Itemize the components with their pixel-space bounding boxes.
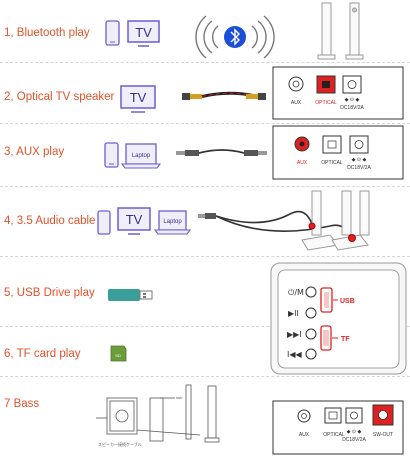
next-track-symbol: ▶▶I <box>287 330 302 339</box>
dc-port-label: DC18V/2A <box>342 437 366 443</box>
tv-icon: TV <box>120 85 156 113</box>
divider <box>0 376 410 377</box>
tv-label: TV <box>130 90 147 105</box>
tower-speakers-icon <box>317 2 364 60</box>
svg-text:スピーカー接続ケーブル: スピーカー接続ケーブル <box>98 441 142 447</box>
laptop-icon: Laptop <box>120 143 162 169</box>
rear-panel: AUX OPTICAL ◆ ⊙ ◆ DC18V/2A SW-OUT <box>272 400 404 455</box>
svg-text:SD: SD <box>115 353 121 358</box>
rear-panel: AUX OPTICAL ◆ ⊙ ◆ DC18V/2A <box>272 125 404 180</box>
prev-track-symbol: I◀◀ <box>287 350 303 359</box>
dc-port-label: DC18V/2A <box>347 165 371 171</box>
laptop-label: Laptop <box>132 153 151 159</box>
aux-port-label: AUX <box>291 100 302 106</box>
tv-label: TV <box>135 25 152 40</box>
tv-icon: TV <box>127 20 160 47</box>
laptop-icon: Laptop <box>153 210 192 235</box>
rear-panel: AUX OPTICAL ◆ ⊙ ◆ DC18V/2A <box>272 66 404 120</box>
phone-icon <box>97 210 111 235</box>
divider <box>0 123 410 124</box>
subwoofer-setup-illustration: スピーカー接続ケーブル sub <box>96 384 220 447</box>
optical-port-label: OPTICAL <box>323 432 345 438</box>
rca-cable-icon <box>198 210 351 239</box>
dc-port-label: DC18V/2A <box>340 105 364 111</box>
row-label-bluetooth: 1, Bluetooth play <box>4 27 90 39</box>
aux-cable-icon <box>176 149 267 156</box>
bluetooth-icon <box>224 26 246 48</box>
play-pause-symbol: ▶II <box>288 309 299 318</box>
laptop-label: Laptop <box>163 219 182 225</box>
row-label-aux: 3, AUX play <box>4 146 65 158</box>
svg-text:sub: sub <box>176 395 183 400</box>
svg-text:◆ ⊙ ◆: ◆ ⊙ ◆ <box>347 429 362 435</box>
optical-port-label: OPTICAL <box>315 100 337 106</box>
svg-text:◆ ⊙ ◆: ◆ ⊙ ◆ <box>352 157 367 163</box>
svg-text:◆ ⊙ ◆: ◆ ⊙ ◆ <box>345 97 360 103</box>
divider <box>0 62 410 63</box>
divider <box>0 186 410 187</box>
tf-card-icon: SD <box>110 345 127 362</box>
row-label-bass: 7 Bass <box>4 398 40 410</box>
sw-out-port-label: SW-OUT <box>373 432 393 438</box>
optical-port-label: OPTICAL <box>321 160 343 166</box>
tf-slot-label: TF <box>341 336 350 343</box>
signal-waves-icon <box>195 15 275 59</box>
aux-port-label: AUX <box>297 160 308 166</box>
optical-cable-icon <box>182 91 266 100</box>
divider <box>0 256 410 257</box>
mode-button-symbol: ⏻/M <box>288 288 304 297</box>
row-label-audio-cable: 4, 3.5 Audio cable <box>4 215 96 227</box>
tower-speakers-icon <box>301 190 370 251</box>
tv-label: TV <box>126 212 143 227</box>
control-panel: ⏻/M ▶II ▶▶I I◀◀ USB TF <box>270 262 407 375</box>
phone-icon <box>104 142 119 168</box>
aux-port-label: AUX <box>299 432 310 438</box>
usb-slot-label: USB <box>340 298 355 305</box>
row-label-tf: 6, TF card play <box>4 348 81 360</box>
row-label-optical: 2, Optical TV speaker <box>4 91 115 103</box>
usb-drive-icon <box>108 289 153 301</box>
tv-icon: TV <box>117 207 151 235</box>
row-label-usb: 5, USB Drive play <box>4 287 95 299</box>
phone-icon <box>105 20 120 46</box>
divider <box>0 326 410 327</box>
